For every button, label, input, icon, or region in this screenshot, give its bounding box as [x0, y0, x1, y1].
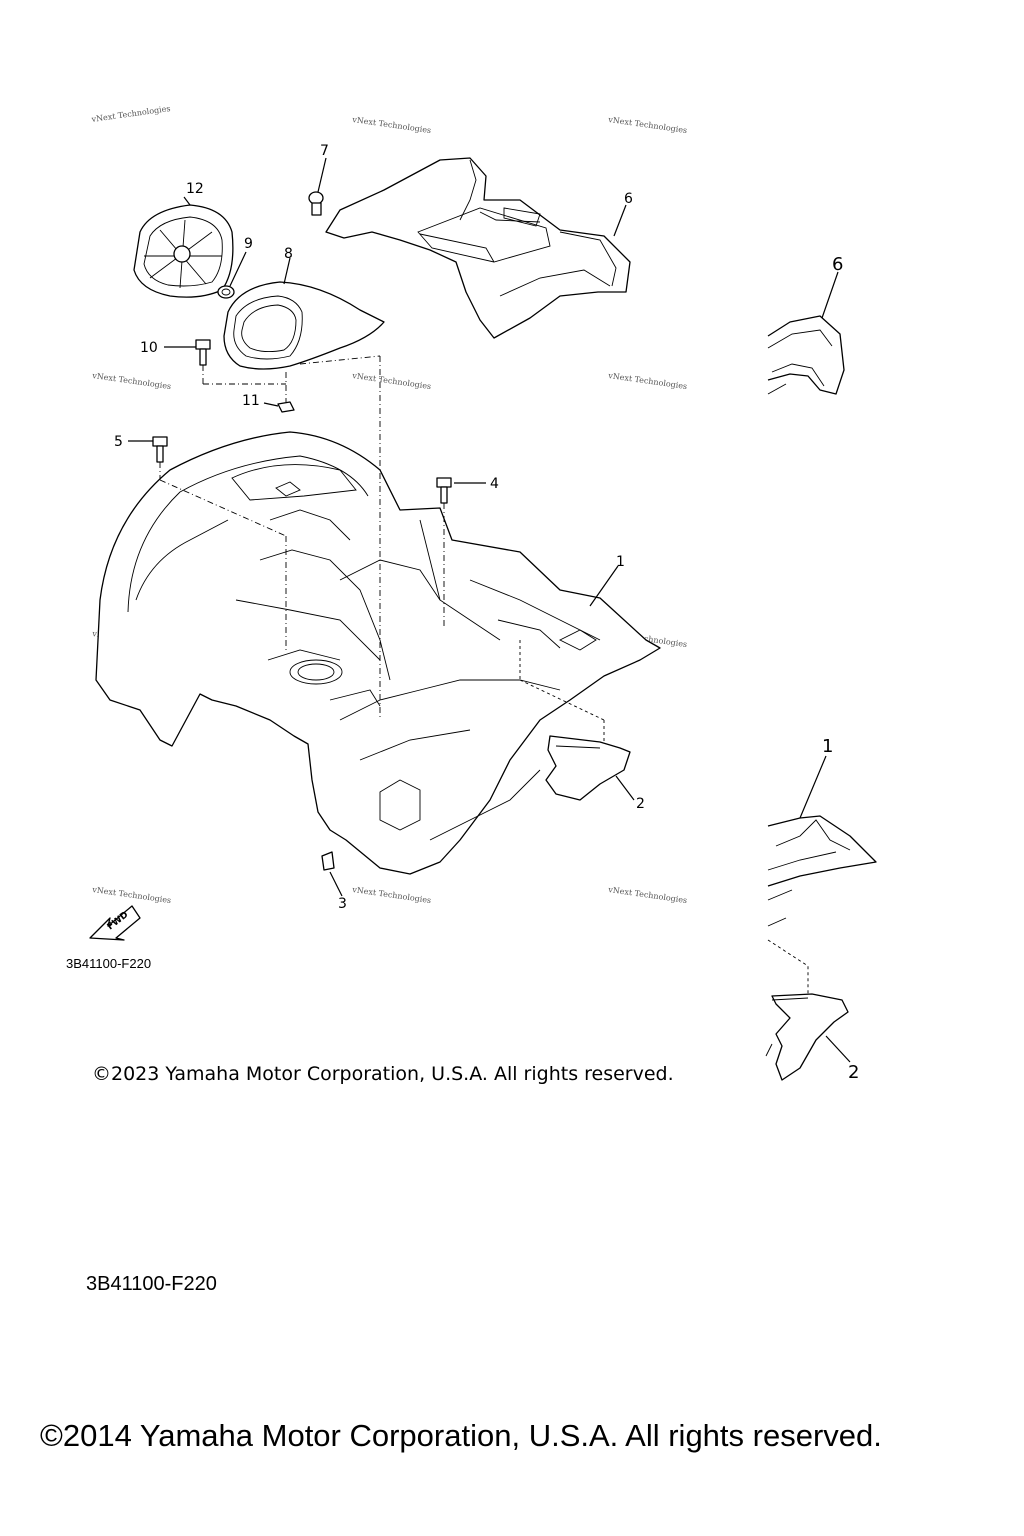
fwd-arrow: FWD [89, 905, 141, 941]
detail-view-part-1: 1 [767, 736, 877, 927]
watermark: vNext Technologies [90, 104, 171, 124]
detail-view-part-6: 6 [767, 254, 845, 395]
detail-callout-6: 6 [832, 254, 843, 275]
callout-11: 11 [242, 393, 260, 409]
part-12-grille[interactable] [133, 204, 234, 298]
detail-view-part-2: 2 [765, 939, 859, 1083]
copyright-2023: ©2023 Yamaha Motor Corporation, U.S.A. A… [92, 1063, 674, 1085]
diagram-code-lower: 3B41100-F220 [86, 1273, 217, 1295]
watermark: vNext Technologies [607, 115, 688, 135]
callout-7: 7 [320, 143, 329, 159]
watermark: vNext Technologies [91, 885, 172, 905]
callouts: 12 9 8 10 11 7 6 5 4 1 2 3 [114, 143, 645, 912]
callout-1: 1 [616, 554, 625, 570]
callout-6: 6 [624, 191, 633, 207]
part-7-rivet[interactable] [308, 191, 324, 216]
watermark: vNext Technologies [351, 115, 432, 135]
leader-lines [128, 157, 635, 897]
callout-12: 12 [186, 181, 204, 197]
detail-callout-1: 1 [822, 736, 833, 757]
callout-9: 9 [244, 236, 253, 252]
callout-8: 8 [284, 246, 293, 262]
part-1-rear-fender[interactable] [95, 431, 661, 875]
callout-3: 3 [338, 896, 347, 912]
diagram-code: 3B41100-F220 [66, 956, 151, 971]
part-2-mud-flap[interactable] [545, 735, 631, 801]
part-4-bolt[interactable] [436, 477, 452, 504]
copyright-2014: ©2014 Yamaha Motor Corporation, U.S.A. A… [40, 1418, 882, 1453]
part-3-clip[interactable] [321, 851, 335, 871]
watermark: vNext Technologies [607, 371, 688, 391]
detail-callout-2: 2 [848, 1062, 859, 1083]
watermark: vNext Technologies [91, 371, 172, 391]
part-9-grommet[interactable] [217, 285, 235, 299]
callout-5: 5 [114, 434, 123, 450]
callout-10: 10 [140, 340, 158, 356]
watermark: vNext Technologies [607, 885, 688, 905]
part-8-box-cover[interactable] [223, 281, 385, 370]
callout-2: 2 [636, 796, 645, 812]
part-5-bolt[interactable] [152, 436, 168, 463]
watermark: vNext Technologies [351, 371, 432, 391]
watermark: vNext Technologies [351, 885, 432, 905]
part-6-rear-panel[interactable] [325, 157, 631, 339]
part-10-bolt[interactable] [195, 339, 211, 366]
part-11-nut[interactable] [277, 401, 295, 413]
callout-4: 4 [490, 476, 499, 492]
